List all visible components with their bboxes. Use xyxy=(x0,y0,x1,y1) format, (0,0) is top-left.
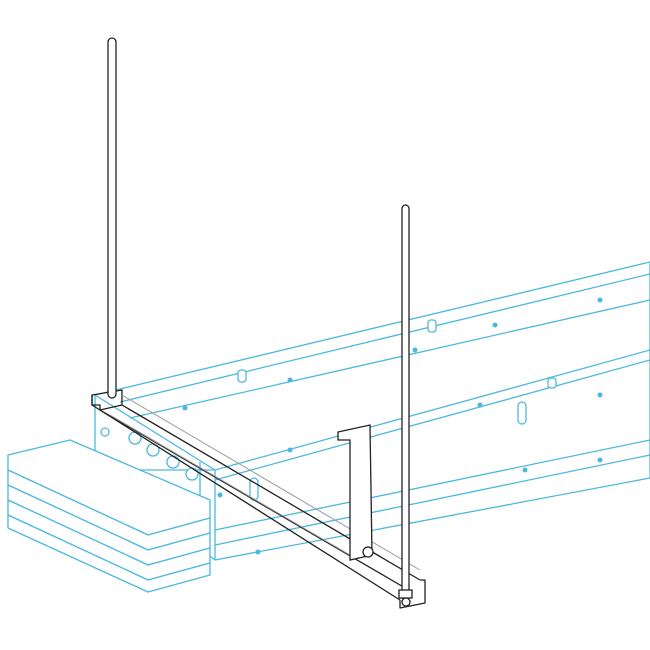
threaded-rod-right xyxy=(401,204,410,601)
support-bracket xyxy=(91,389,426,609)
busbar-body xyxy=(94,261,650,561)
mounting-holes xyxy=(182,297,603,555)
threaded-rods xyxy=(107,37,413,607)
threaded-rod-left xyxy=(107,37,117,399)
joint-plates xyxy=(7,427,211,593)
